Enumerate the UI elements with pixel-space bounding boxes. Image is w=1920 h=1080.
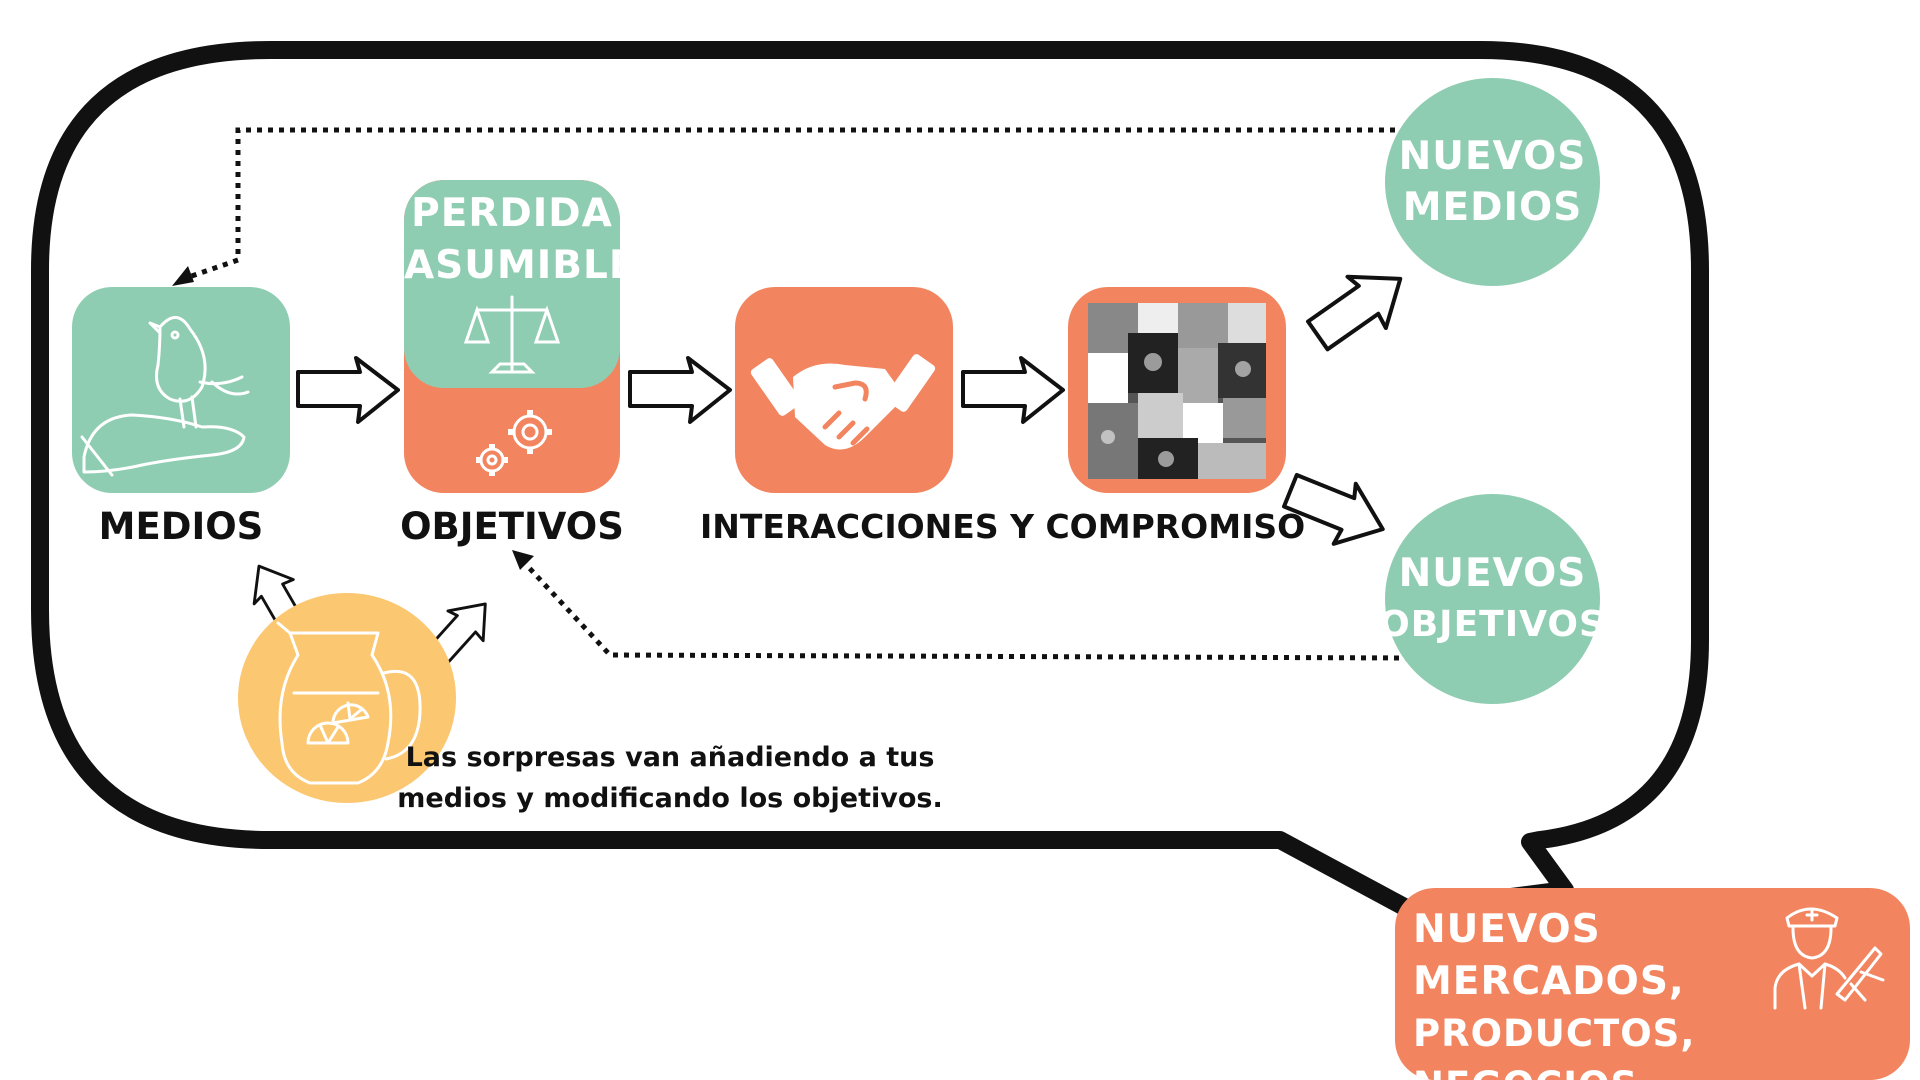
nuevos-mercados-line2: MERCADOS,: [1413, 959, 1685, 1004]
arrow-objetivos-interacciones: [628, 356, 732, 424]
interacciones-label: INTERACCIONES Y COMPROMISO: [700, 507, 1306, 546]
perdida-line2: ASUMIBLE: [404, 243, 620, 288]
arrow-interacciones-patchwork: [961, 356, 1065, 424]
nuevos-objetivos-line1: NUEVOS: [1398, 551, 1587, 596]
pilot-icon: [1773, 907, 1885, 1010]
arrow-to-nuevos-medios: [1298, 250, 1421, 365]
nuevos-medios-line2: MEDIOS: [1402, 185, 1583, 230]
surprise-circle: [238, 593, 456, 803]
nuevos-mercados-line3: PRODUCTOS, NEGOCIOS...: [1413, 1012, 1696, 1080]
interacciones-box: [735, 287, 953, 493]
nuevos-medios-line1: NUEVOS: [1398, 134, 1587, 179]
surprise-note-line2: medios y modificando los objetivos.: [397, 783, 943, 814]
arrow-medios-objetivos: [296, 356, 400, 424]
lemonade-pitcher-icon: [276, 621, 422, 785]
nuevos-mercados-line1: NUEVOS: [1413, 907, 1601, 952]
nuevos-objetivos-line2: OBJETIVOS: [1379, 604, 1606, 645]
surprise-note: Las sorpresas van añadiendo a tus medios…: [380, 737, 960, 819]
perdida-line1: PERDIDA: [411, 191, 613, 236]
surprise-note-line1: Las sorpresas van añadiendo a tus: [405, 742, 935, 773]
handshake-icon: [750, 354, 936, 450]
perdida-asumible-panel: PERDIDA ASUMIBLE: [404, 180, 620, 388]
objetivos-label: OBJETIVOS: [400, 505, 624, 548]
patchwork-icon: [1088, 303, 1266, 479]
nuevos-mercados-box: NUEVOS MERCADOS, PRODUCTOS, NEGOCIOS...: [1395, 888, 1910, 1080]
objetivos-box: PERDIDA ASUMIBLE: [404, 180, 620, 493]
patchwork-box: [1068, 287, 1286, 493]
hand-bird-icon: [80, 316, 250, 477]
medios-label: MEDIOS: [98, 505, 264, 548]
medios-box: [72, 287, 290, 493]
nuevos-objetivos-circle: NUEVOS OBJETIVOS: [1379, 494, 1605, 704]
balance-scale-icon: [463, 295, 561, 374]
gears-icon: [476, 410, 552, 476]
nuevos-medios-circle: NUEVOS MEDIOS: [1385, 78, 1600, 286]
